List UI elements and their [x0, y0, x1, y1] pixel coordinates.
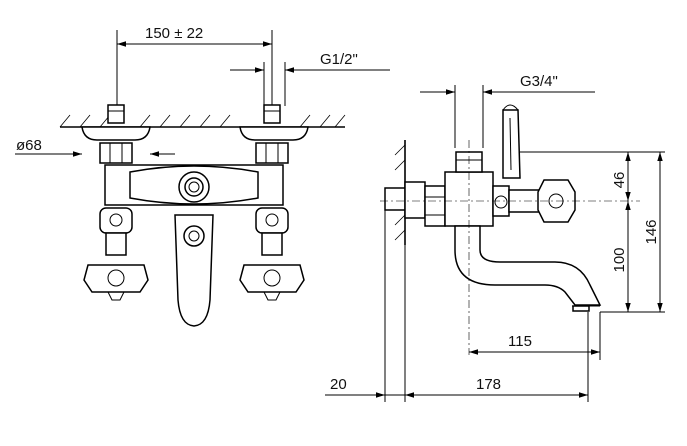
side-spout	[454, 225, 602, 306]
dim-178-label: 178	[476, 376, 501, 393]
spout-aerator	[572, 305, 590, 312]
wall-connector	[384, 187, 406, 211]
flange-diameter-label: ø68	[16, 137, 42, 154]
side-hex-nut	[424, 185, 446, 227]
spout	[174, 214, 214, 327]
left-nipple	[107, 104, 125, 124]
right-hex-nut	[255, 142, 289, 164]
dim-115-label: 115	[508, 333, 532, 350]
spacing-dimension-label: 150 ± 22	[145, 25, 203, 42]
left-handle	[83, 264, 149, 293]
outlet-thread-label: G3/4"	[520, 73, 558, 90]
side-wall-hatch	[394, 144, 406, 241]
left-valve-stem	[105, 232, 127, 256]
wall-hatch	[59, 114, 346, 128]
right-valve-body	[255, 207, 289, 234]
lever-handle	[502, 109, 521, 179]
right-valve-stem	[261, 232, 283, 256]
right-flange	[239, 126, 309, 141]
left-flange	[81, 126, 151, 141]
dim-146-label: 146	[643, 219, 660, 244]
left-hex-nut	[99, 142, 133, 164]
left-valve-body	[99, 207, 133, 234]
front-view: 150 ± 22 G1/2" ø68	[15, 25, 390, 327]
spout-outlet	[183, 225, 205, 247]
dim-100-label: 100	[611, 247, 628, 272]
side-view: G3/4" 46 100	[325, 73, 665, 402]
inlet-thread-label: G1/2"	[320, 51, 358, 68]
wall-flange	[404, 181, 426, 219]
right-nipple	[263, 104, 281, 124]
dim-46-label: 46	[611, 172, 628, 189]
right-handle	[239, 264, 305, 293]
dim-20-label: 20	[330, 376, 347, 393]
